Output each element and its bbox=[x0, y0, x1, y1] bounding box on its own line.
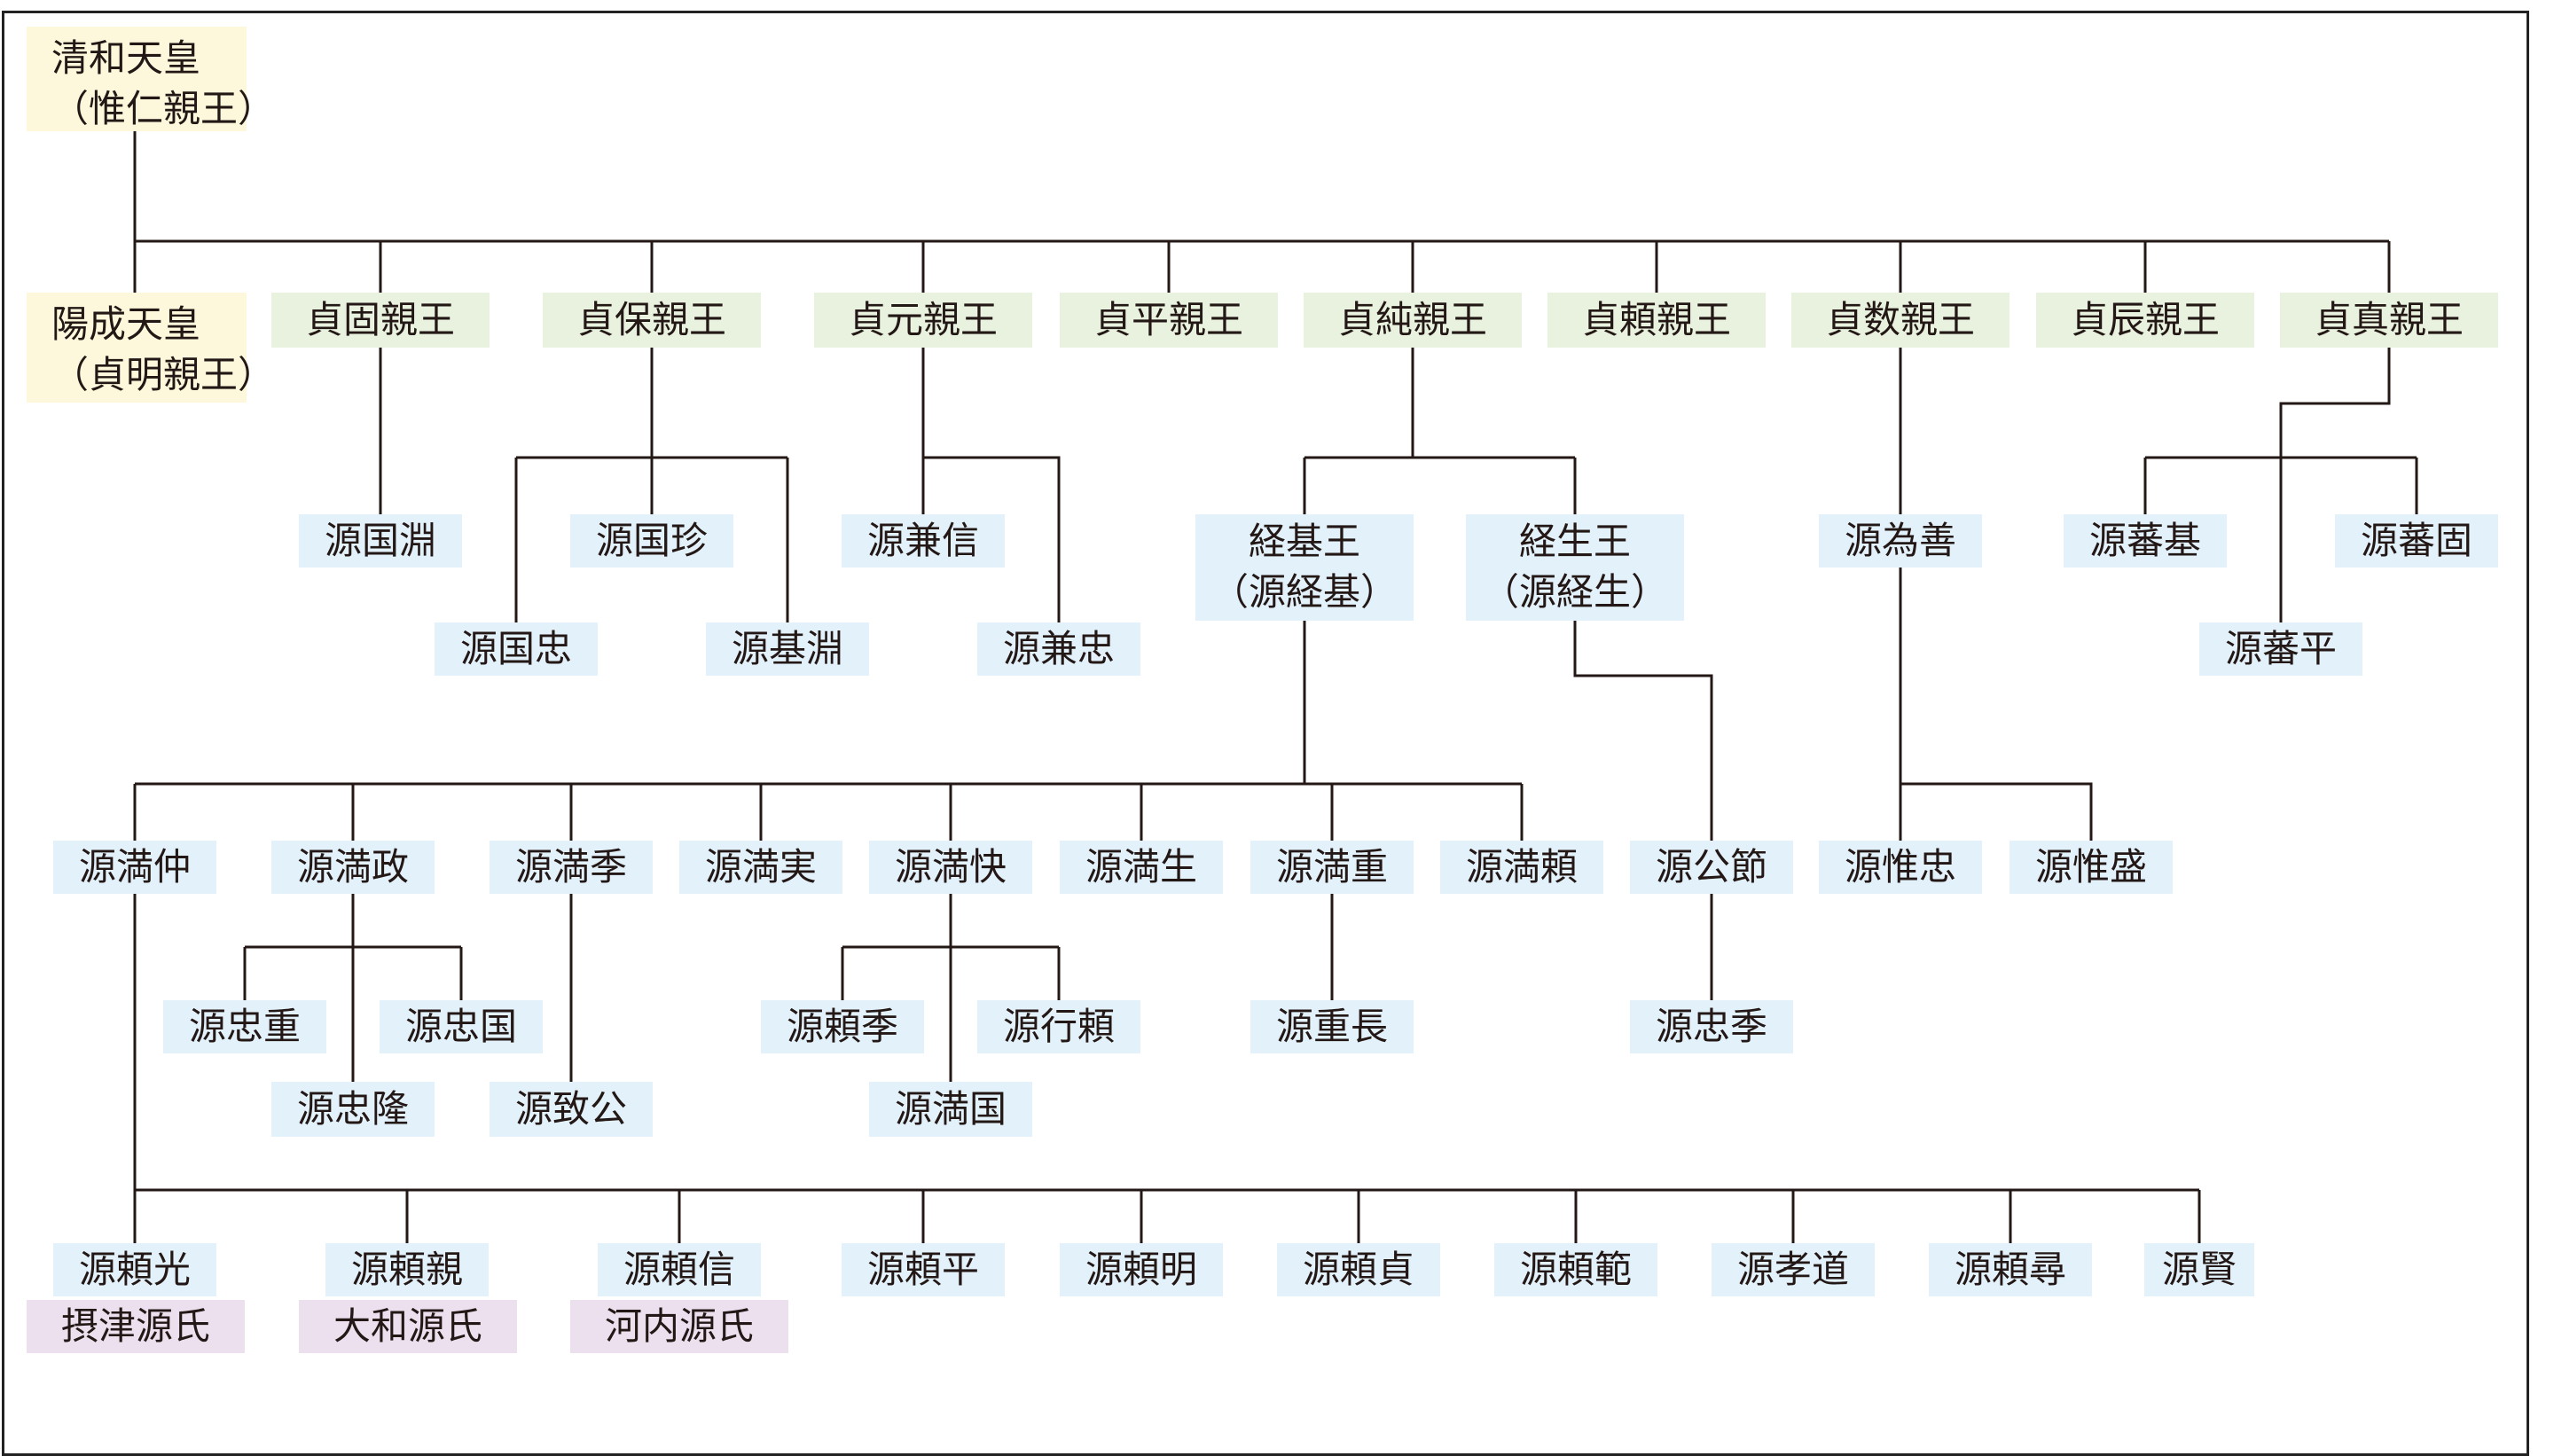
node-seiwa-alt: （惟仁親王） bbox=[51, 86, 276, 130]
node-kanenobu: 源兼信 bbox=[842, 514, 1005, 568]
node-sadahira: 貞平親王 bbox=[1060, 293, 1278, 348]
node-tameyoshi: 源為善 bbox=[1819, 514, 1982, 568]
node-kunitada: 源国忠 bbox=[435, 622, 598, 676]
node-tsuneo-alt: （源経生） bbox=[1481, 570, 1668, 614]
node-sadakazu: 貞数親王 bbox=[1791, 293, 2010, 348]
node-koretada: 源惟忠 bbox=[1819, 841, 1982, 894]
node-yozei-name: 陽成天皇 bbox=[51, 302, 201, 346]
node-seiwa-name: 清和天皇 bbox=[51, 36, 201, 80]
clan-settsu: 摂津源氏 bbox=[27, 1300, 245, 1353]
node-sadakata: 貞固親王 bbox=[271, 293, 490, 348]
node-tsuneo: 経生王 （源経生） bbox=[1466, 514, 1684, 621]
node-mitsuzane: 源満実 bbox=[679, 841, 842, 894]
node-sadazane: 貞真親王 bbox=[2280, 293, 2498, 348]
node-mitsusue: 源満季 bbox=[490, 841, 653, 894]
node-yorihiro: 源頼尋 bbox=[1929, 1243, 2092, 1296]
node-sadayasu: 貞保親王 bbox=[543, 293, 761, 348]
node-kanetada: 源兼忠 bbox=[977, 622, 1140, 676]
node-yorisue: 源頼季 bbox=[761, 1000, 924, 1053]
node-yukiyori: 源行頼 bbox=[977, 1000, 1140, 1053]
node-munekimi: 源致公 bbox=[490, 1082, 653, 1137]
clan-yamato: 大和源氏 bbox=[299, 1300, 517, 1353]
node-yoriakira: 源頼明 bbox=[1060, 1243, 1223, 1296]
node-tadashige: 源忠重 bbox=[163, 1000, 326, 1053]
node-takamichi: 源孝道 bbox=[1712, 1243, 1875, 1296]
clan-kawachi: 河内源氏 bbox=[570, 1300, 788, 1353]
node-banpei: 源蕃平 bbox=[2199, 622, 2362, 676]
node-banko: 源蕃固 bbox=[2335, 514, 2498, 568]
node-sadamoto: 貞元親王 bbox=[814, 293, 1032, 348]
node-kunitada-chin: 源国珍 bbox=[570, 514, 733, 568]
node-mitsukuni: 源満国 bbox=[869, 1082, 1032, 1137]
node-tadakuni: 源忠国 bbox=[380, 1000, 543, 1053]
node-mitsushige: 源満重 bbox=[1250, 841, 1414, 894]
node-mitsuo: 源満生 bbox=[1060, 841, 1223, 894]
node-tsunemoto: 経基王 （源経基） bbox=[1195, 514, 1414, 621]
node-yozei: 陽成天皇 （貞明親王） bbox=[27, 293, 275, 403]
node-yorimitsu: 源頼光 bbox=[53, 1243, 216, 1296]
node-mitsuyoshi: 源満快 bbox=[869, 841, 1032, 894]
node-yorinori: 源頼範 bbox=[1494, 1243, 1657, 1296]
node-banki: 源蕃基 bbox=[2064, 514, 2227, 568]
node-mitsuyori: 源満頼 bbox=[1440, 841, 1603, 894]
node-motobuchi: 源基淵 bbox=[706, 622, 869, 676]
node-koremori: 源惟盛 bbox=[2010, 841, 2173, 894]
node-kunibuchi: 源国淵 bbox=[299, 514, 462, 568]
node-tadasue: 源忠季 bbox=[1630, 1000, 1793, 1053]
node-sadatoki: 貞辰親王 bbox=[2036, 293, 2254, 348]
node-tsuneo-name: 経生王 bbox=[1518, 520, 1631, 564]
node-mitsumasa: 源満政 bbox=[271, 841, 435, 894]
node-seiwa: 清和天皇 （惟仁親王） bbox=[27, 27, 275, 131]
node-tadataka: 源忠隆 bbox=[271, 1082, 435, 1137]
node-tsunemoto-alt: （源経基） bbox=[1210, 570, 1398, 614]
node-yorihira: 源頼平 bbox=[842, 1243, 1005, 1296]
node-yorinobu: 源頼信 bbox=[598, 1243, 761, 1296]
node-sadayori: 貞頼親王 bbox=[1547, 293, 1766, 348]
node-mitsunaka: 源満仲 bbox=[53, 841, 216, 894]
node-tsunemoto-name: 経基王 bbox=[1248, 520, 1360, 564]
node-shigenaga: 源重長 bbox=[1250, 1000, 1414, 1053]
node-yorisada: 源頼貞 bbox=[1277, 1243, 1440, 1296]
node-yozei-alt: （貞明親王） bbox=[51, 352, 276, 396]
node-kintoki: 源公節 bbox=[1630, 841, 1793, 894]
node-yorichika: 源頼親 bbox=[325, 1243, 489, 1296]
node-ken: 源賢 bbox=[2144, 1243, 2254, 1296]
node-sadazumi: 貞純親王 bbox=[1304, 293, 1522, 348]
